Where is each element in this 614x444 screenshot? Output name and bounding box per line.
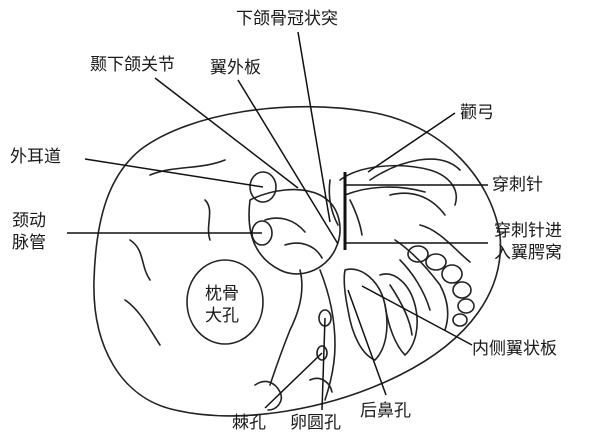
label-needle-enters-line2: 入翼腭窝	[494, 242, 562, 264]
label-needle-enters: 穿刺针进 入翼腭窝	[494, 220, 562, 264]
label-carotid-line2: 脉管	[12, 232, 46, 254]
label-ovale: 卵圆孔	[290, 412, 341, 434]
line-ovale	[322, 318, 325, 410]
line-ear-canal	[85, 159, 263, 187]
choana-shape	[344, 269, 387, 360]
skull-outline	[94, 107, 501, 416]
label-carotid-canal: 颈动 脉管	[12, 210, 46, 254]
pointer-lines	[67, 32, 488, 410]
line-choana	[348, 290, 386, 395]
line-tmj	[155, 78, 298, 188]
label-spinosum: 棘孔	[232, 412, 266, 434]
label-foramen-magnum-line1: 枕骨	[205, 283, 239, 305]
label-choana: 后鼻孔	[360, 400, 411, 422]
line-spinosum	[265, 353, 322, 408]
label-foramen-magnum-line2: 大孔	[205, 305, 239, 327]
label-ear-canal: 外耳道	[10, 146, 61, 168]
label-carotid-line1: 颈动	[12, 210, 46, 232]
line-coronoid	[298, 32, 330, 222]
label-medial-plate: 内侧翼状板	[472, 338, 557, 360]
label-zygomatic-arch: 颧弓	[460, 102, 494, 124]
label-foramen-magnum: 枕骨 大孔	[205, 283, 239, 327]
label-needle-enters-line1: 穿刺针进	[494, 220, 562, 242]
label-tmj: 颞下颌关节	[90, 54, 175, 76]
label-needle: 穿刺针	[492, 174, 543, 196]
label-coronoid: 下颌骨冠状突	[236, 8, 338, 30]
label-lateral-plate: 翼外板	[210, 57, 261, 79]
